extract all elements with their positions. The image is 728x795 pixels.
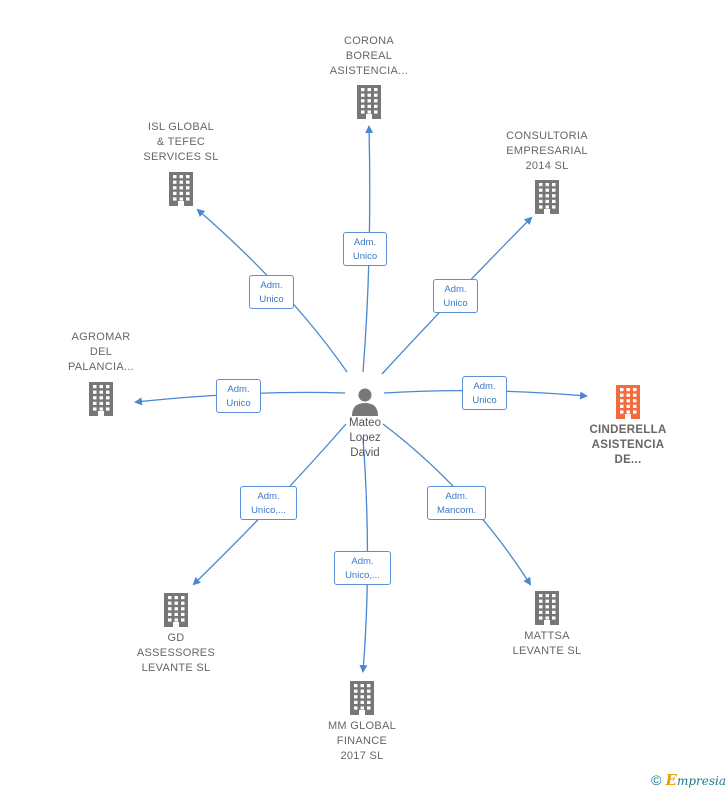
role-label-corona: Adm. Unico bbox=[343, 232, 387, 266]
role-label-agromar: Adm. Unico bbox=[216, 379, 261, 413]
person-icon bbox=[352, 388, 378, 416]
company-node-isl[interactable]: ISL GLOBAL & TEFEC SERVICES SL bbox=[131, 120, 231, 206]
person-name: Mateo Lopez David bbox=[349, 417, 381, 459]
copyright-icon: © bbox=[651, 772, 662, 788]
company-node-consultoria[interactable]: CONSULTORIA EMPRESARIAL 2014 SL bbox=[492, 129, 602, 214]
building-icon bbox=[164, 593, 188, 627]
company-node-mmglobal[interactable]: MM GLOBAL FINANCE 2017 SL bbox=[312, 679, 412, 764]
company-node-corona[interactable]: CORONA BOREAL ASISTENCIA... bbox=[319, 34, 419, 119]
company-name: CONSULTORIA EMPRESARIAL 2014 SL bbox=[506, 130, 588, 172]
building-icon bbox=[350, 681, 374, 715]
company-name: AGROMAR DEL PALANCIA... bbox=[67, 331, 135, 373]
company-node-agromar[interactable]: AGROMAR DEL PALANCIA... bbox=[56, 330, 146, 416]
brand-logo: Empresia bbox=[665, 771, 727, 789]
building-icon bbox=[535, 180, 559, 214]
company-name: CINDERELLA ASISTENCIA DE... bbox=[589, 424, 667, 466]
company-name: CORONA BOREAL ASISTENCIA... bbox=[329, 35, 409, 77]
company-name: GD ASSESSORES LEVANTE SL bbox=[136, 632, 216, 674]
company-node-mattsa[interactable]: MATTSA LEVANTE SL bbox=[497, 589, 597, 659]
role-label-mmglobal: Adm. Unico,... bbox=[334, 551, 391, 585]
building-icon bbox=[357, 85, 381, 119]
building-icon bbox=[89, 382, 113, 416]
company-name: MATTSA LEVANTE SL bbox=[512, 630, 582, 657]
company-name: ISL GLOBAL & TEFEC SERVICES SL bbox=[143, 121, 219, 163]
role-label-gd: Adm. Unico,... bbox=[240, 486, 297, 520]
building-icon bbox=[616, 385, 640, 419]
role-label-mattsa: Adm. Mancom. bbox=[427, 486, 486, 520]
company-node-cinderella[interactable]: CINDERELLA ASISTENCIA DE... bbox=[573, 383, 683, 468]
role-label-cinderella: Adm. Unico bbox=[462, 376, 507, 410]
role-label-isl: Adm. Unico bbox=[249, 275, 294, 309]
company-node-gd[interactable]: GD ASSESSORES LEVANTE SL bbox=[126, 591, 226, 676]
person-node[interactable]: Mateo Lopez David bbox=[330, 386, 400, 461]
company-name: MM GLOBAL FINANCE 2017 SL bbox=[327, 720, 397, 762]
role-label-consultoria: Adm. Unico bbox=[433, 279, 478, 313]
building-icon bbox=[535, 591, 559, 625]
footer-brand: © Empresia bbox=[651, 771, 726, 789]
building-icon bbox=[169, 172, 193, 206]
